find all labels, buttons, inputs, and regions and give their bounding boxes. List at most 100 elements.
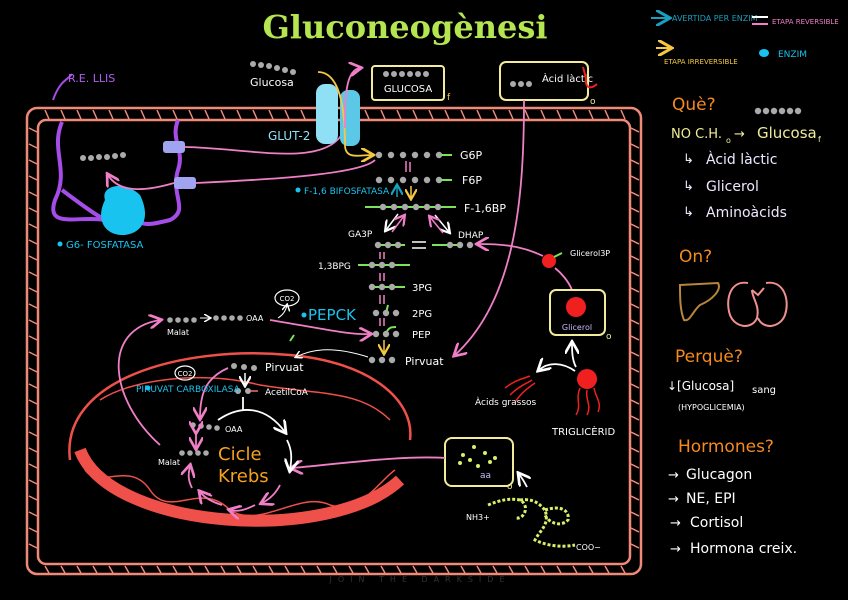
er-internal-arrow xyxy=(108,175,175,191)
acids-grassos-label: Àcids grassos xyxy=(475,396,537,408)
enzyme-dot-icon xyxy=(145,385,151,391)
lactic-acid-box xyxy=(499,61,589,101)
malat-mito-label: Malat xyxy=(158,458,180,467)
g6p-label: G6P xyxy=(460,149,483,162)
lactate-chain xyxy=(510,81,532,87)
glycerol3p-icon xyxy=(542,254,556,268)
blood-glucose-box xyxy=(371,65,445,101)
co2-cytosol-label: CO2 xyxy=(280,295,295,303)
amino-acid-box xyxy=(444,437,514,487)
glycerol-phosphorylation-path xyxy=(554,267,573,291)
perque-note: (HYPOGLICEMIA) xyxy=(678,403,745,412)
hormones-heading: Hormones? xyxy=(678,437,774,457)
g6-fosfatasa-enzyme-icon xyxy=(101,185,145,236)
glucose-export-path xyxy=(184,127,346,155)
glycerol3p-to-dhap-arrow xyxy=(478,244,544,257)
enzyme-dot-icon xyxy=(295,187,301,193)
source-arrow-icon: ↳ xyxy=(683,152,694,167)
no-ch-label: NO C.H. xyxy=(671,127,722,142)
source-amino-acids: Aminoàcids xyxy=(706,205,787,221)
malate-cytosol-chain xyxy=(167,317,197,323)
aa-to-krebs-arrow xyxy=(292,456,446,468)
hormone-cortisol: Cortisol xyxy=(690,515,743,531)
nh3-label: NH3+ xyxy=(466,513,490,522)
pathway-arrows xyxy=(380,161,449,353)
kidneys-icon xyxy=(727,281,788,327)
acetylcoa-chain xyxy=(235,388,251,394)
enzyme-legend-icon xyxy=(759,49,769,57)
perque-sub: sang xyxy=(752,385,776,396)
liver-icon xyxy=(678,281,720,322)
cell-membrane xyxy=(25,106,643,576)
hormone-growth: Hormona creix. xyxy=(690,541,797,557)
legend-enzyme: ENZIM xyxy=(778,50,807,60)
protein-chain-icon xyxy=(487,497,576,548)
ga3p-label: GA3P xyxy=(348,230,373,240)
muscle-icon xyxy=(582,66,598,89)
source-arrow-icon: ↳ xyxy=(683,179,694,194)
g6-fosfatasa-label: G6- FOSFATASA xyxy=(66,240,143,251)
lactate-to-pyruvate-arrow xyxy=(455,99,525,355)
dhap-label: DHAP xyxy=(458,231,484,241)
fatty-acids-icon xyxy=(504,375,536,403)
co2-release-arrow xyxy=(277,305,287,319)
triglyceride-to-glycerol-arrow xyxy=(572,343,576,368)
hormone-glucagon: Glucagon xyxy=(686,467,752,483)
glicerol-sub: o xyxy=(606,332,612,342)
info-panel: Què? NO C.H. o → Glucosa f ↳ Àcid làctic… xyxy=(667,95,821,557)
hormone-arrow-icon: → xyxy=(670,542,681,557)
gtp-phosphate-icon xyxy=(289,334,295,342)
triglyceride-icon xyxy=(577,369,597,389)
legend-enzyme-arrow: AVERTIDA PER ENZIM xyxy=(672,14,758,23)
f6p-label: F6P xyxy=(462,174,482,187)
pyruvate-import-arrow xyxy=(296,349,369,357)
bpg13-label: 1,3BPG xyxy=(318,262,351,272)
legend: AVERTIDA PER ENZIM ETAPA REVERSIBLE ETAP… xyxy=(651,14,839,66)
metabolite-chains xyxy=(358,151,474,364)
piruvat-carboxilasa-label: PIRUVAT CARBOXILASA xyxy=(136,385,241,395)
pyruvate-carboxylase-arrow xyxy=(200,367,229,418)
aa-label: aa xyxy=(480,471,491,481)
glucose-box-chain xyxy=(383,71,429,77)
f16-bifosfatasa-label: F-1,6 BIFOSFATASA xyxy=(304,187,390,197)
oaa-cytosol-label: OAA xyxy=(246,314,264,323)
glucosa-outside-label: Glucosa xyxy=(250,76,294,89)
enzyme-dot-icon xyxy=(57,241,63,247)
f16bp-label: F-1,6BP xyxy=(464,202,506,215)
coo-label: COO− xyxy=(576,543,601,552)
glucose-outside-chain xyxy=(250,61,296,75)
pirvuat-mito-label: Pirvuat xyxy=(265,361,304,374)
er-channel-icon xyxy=(174,177,196,189)
glucosa-box-sub: f xyxy=(447,93,451,103)
protein-to-aa-arrow xyxy=(519,474,527,488)
source-glycerol: Glicerol xyxy=(706,179,759,195)
metabolite-labels: G6P F6P F-1,6BP GA3P DHAP 1,3BPG 3PG 2PG… xyxy=(318,149,506,368)
enzyme-dot-icon xyxy=(301,312,307,318)
glucose-release-arrow xyxy=(344,68,360,129)
re-pointer xyxy=(52,73,73,101)
triglyceride-to-fatty-acids-arrow xyxy=(539,364,576,371)
perque-heading: Perquè? xyxy=(675,347,743,367)
glicerol3p-label: Glicerol3P xyxy=(570,249,610,258)
hormone-arrow-icon: → xyxy=(668,492,679,507)
krebs-cycle-arrows xyxy=(189,439,292,511)
glucosa-box-label: GLUCOSA xyxy=(384,84,433,95)
glucose-panel-chain xyxy=(754,107,802,115)
oaa-cytosol-chain xyxy=(213,315,243,321)
legend-enzyme-arrow-text: AVERTIDA PER ENZIM xyxy=(672,14,758,23)
pyruvate-mito-chain xyxy=(231,363,257,371)
hormone-arrow-icon: → xyxy=(668,468,679,483)
er-channel-icon xyxy=(163,141,185,153)
acetilcoa-label: AcetilCoA xyxy=(265,388,309,398)
malate-export-arrow xyxy=(117,320,160,446)
trigliceride-label: TRIGLICÈRID xyxy=(551,425,615,438)
acid-lactic-sub: o xyxy=(590,97,596,107)
pep-label: PEP xyxy=(412,330,430,341)
co2-mito-label: CO2 xyxy=(178,370,193,378)
glut2-transporter-icon xyxy=(316,84,360,146)
legend-reversible: ETAPA REVERSIBLE xyxy=(772,18,839,26)
pg3-label: 3PG xyxy=(412,283,432,294)
perque-text: ↓[Glucosa] xyxy=(667,379,734,393)
glucose-in-er xyxy=(80,152,126,161)
